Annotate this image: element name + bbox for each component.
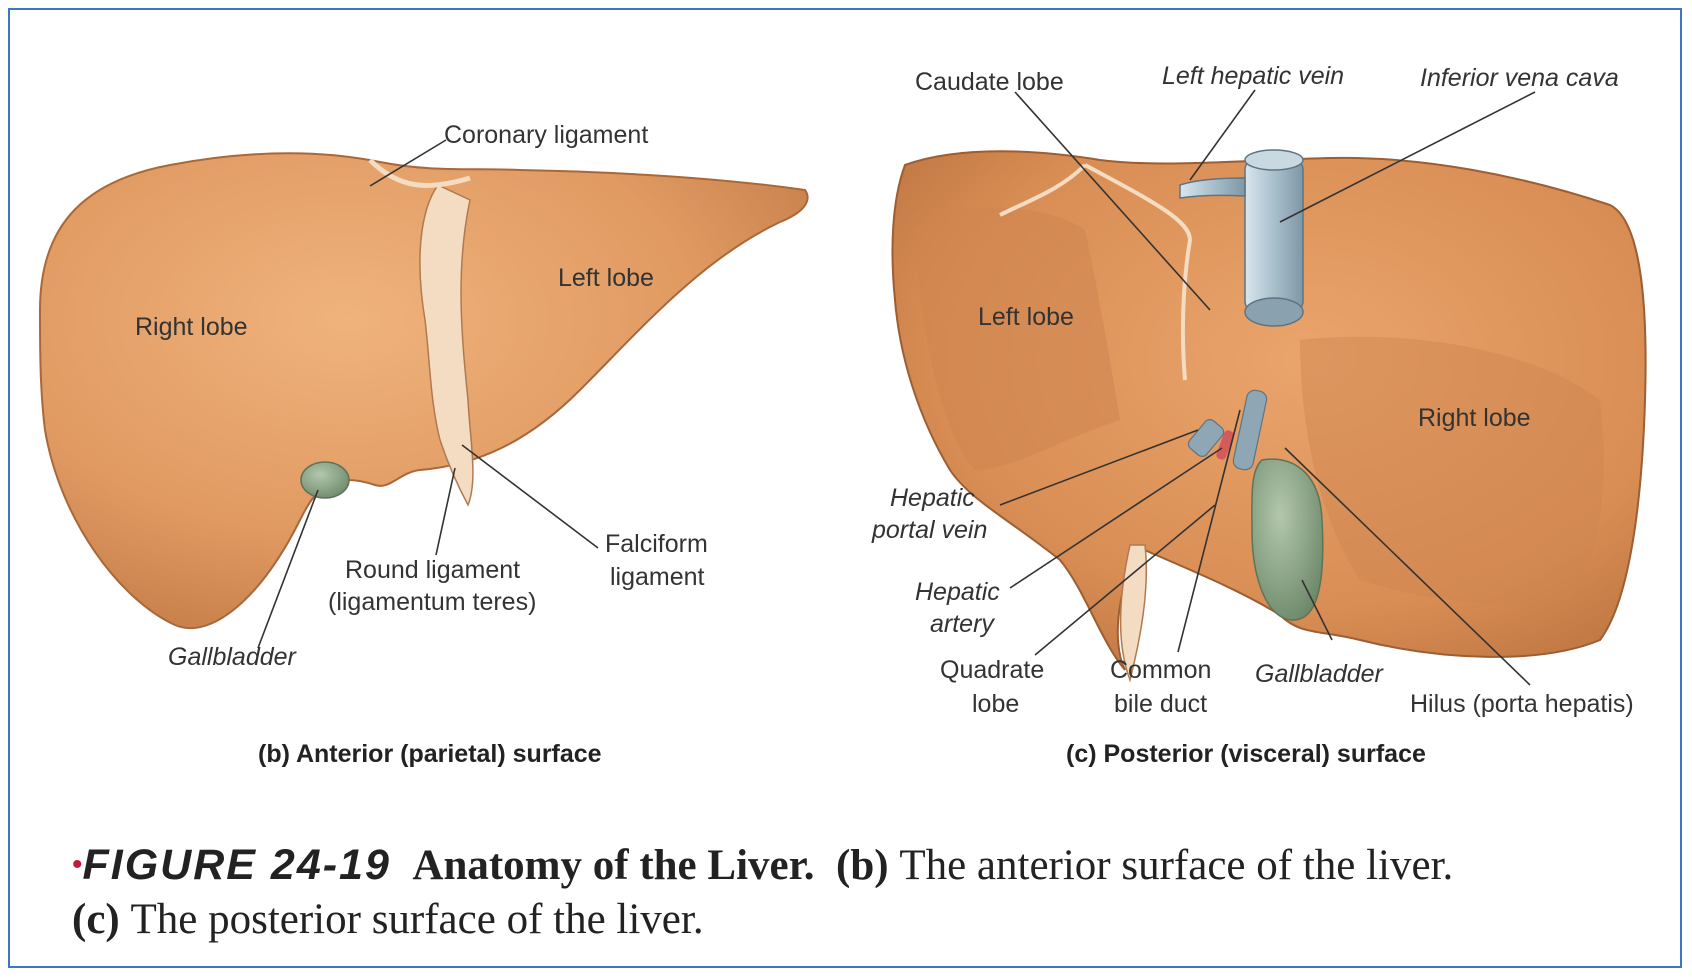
label-anterior-left-lobe: Left lobe xyxy=(558,264,654,292)
label-anterior-gallbladder: Gallbladder xyxy=(168,643,298,671)
label-hepatic-portal-vein-line1: Hepatic xyxy=(890,484,975,512)
caption-line-1: •FIGURE 24-19 Anatomy of the Liver. (b) … xyxy=(72,838,1632,893)
label-hepatic-artery-line2: artery xyxy=(930,610,995,638)
label-hilus: Hilus (porta hepatis) xyxy=(1410,690,1634,718)
label-posterior-gallbladder: Gallbladder xyxy=(1255,660,1385,688)
label-round-ligament-line1: Round ligament xyxy=(345,556,520,584)
caption-title: Anatomy of the Liver. xyxy=(412,842,814,889)
label-falciform-line2: ligament xyxy=(610,563,705,591)
label-posterior-right-lobe: Right lobe xyxy=(1418,404,1531,432)
label-inferior-vena-cava: Inferior vena cava xyxy=(1420,64,1619,92)
anterior-gallbladder-shape xyxy=(301,462,349,498)
label-coronary-ligament: Coronary ligament xyxy=(444,121,648,149)
label-falciform-line1: Falciform xyxy=(605,530,708,558)
caption-line-2: (c) The posterior surface of the liver. xyxy=(72,893,1632,947)
caption-c-text: The posterior surface of the liver. xyxy=(130,896,703,943)
label-posterior-left-lobe: Left lobe xyxy=(978,303,1074,331)
caption-b-tag: (b) xyxy=(836,842,889,889)
label-round-ligament-line2: (ligamentum teres) xyxy=(328,588,536,616)
label-caudate-lobe: Caudate lobe xyxy=(915,68,1064,96)
label-anterior-right-lobe: Right lobe xyxy=(135,313,248,341)
caption-figure-number: FIGURE 24-19 xyxy=(83,841,391,889)
label-hepatic-artery-line1: Hepatic xyxy=(915,578,1000,606)
label-common-bile-duct-line2: bile duct xyxy=(1114,690,1207,718)
subtitle-posterior: (c) Posterior (visceral) surface xyxy=(1066,740,1426,768)
label-quadrate-lobe-line2: lobe xyxy=(972,690,1019,718)
caption-b-text: The anterior surface of the liver. xyxy=(899,842,1453,889)
label-common-bile-duct-line1: Common xyxy=(1110,656,1211,684)
label-left-hepatic-vein: Left hepatic vein xyxy=(1162,62,1344,90)
figure-caption: •FIGURE 24-19 Anatomy of the Liver. (b) … xyxy=(72,838,1632,947)
label-quadrate-lobe-line1: Quadrate xyxy=(940,656,1044,684)
caption-bullet: • xyxy=(72,848,83,881)
subtitle-anterior: (b) Anterior (parietal) surface xyxy=(258,740,602,768)
caption-c-tag: (c) xyxy=(72,896,120,943)
posterior-liver xyxy=(892,150,1645,680)
label-hepatic-portal-vein-line2: portal vein xyxy=(871,516,987,544)
